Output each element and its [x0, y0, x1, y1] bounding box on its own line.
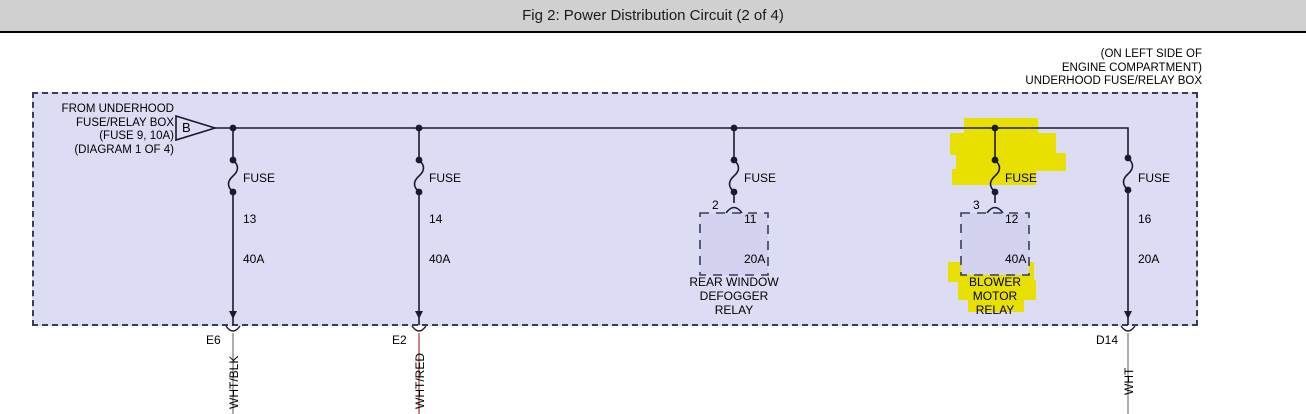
- rear-window-defogger-relay-label: REAR WINDOW DEFOGGER RELAY: [689, 275, 779, 317]
- terminal-id-e2: E2: [392, 333, 407, 347]
- fuse-13-rating: 40A: [243, 252, 265, 266]
- highlight-blob-fuse12-c: [956, 153, 1066, 171]
- fuse-12-name: FUSE: [1005, 171, 1038, 185]
- highlight-blob-fuse12-a: [964, 118, 1038, 135]
- fuse-14-name: FUSE: [429, 171, 462, 185]
- fuse-14-number: 14: [429, 211, 443, 226]
- fuse-16-name: FUSE: [1138, 171, 1171, 185]
- relay-blower-pin-number: 3: [973, 198, 980, 212]
- terminal-id-d14: D14: [1096, 333, 1119, 347]
- title-bar: Fig 2: Power Distribution Circuit (2 of …: [0, 0, 1306, 33]
- highlight-blob-relay-c: [968, 298, 1024, 312]
- fuse-12-rating: 40A: [1005, 252, 1027, 266]
- highlight-blob-relay-b: [958, 280, 1036, 300]
- wire-label-wht-blk: WHT/BLK: [227, 355, 241, 409]
- source-connector-arrow: [175, 114, 218, 142]
- fuse-16-rating: 20A: [1138, 252, 1160, 266]
- fuse-13-number: 13: [243, 211, 257, 226]
- source-label: FROM UNDERHOOD FUSE/RELAY BOX (FUSE 9, 1…: [61, 103, 174, 156]
- fuse-16-label: FUSE 16 20A: [1138, 145, 1170, 294]
- highlight-blob-fuse12-b: [950, 133, 1056, 155]
- relay-defogger-pin-number: 2: [712, 198, 719, 212]
- fuse-14-label: FUSE 14 40A: [429, 145, 461, 294]
- wiring-layer: [175, 114, 1136, 414]
- fuse-11-name: FUSE: [744, 171, 777, 185]
- fuse-13-label: FUSE 13 40A: [243, 145, 275, 294]
- page-title: Fig 2: Power Distribution Circuit (2 of …: [522, 7, 784, 24]
- fuse-16-number: 16: [1138, 211, 1152, 226]
- source-connector-letter: B: [182, 120, 191, 135]
- fuse-11-number: 11: [744, 211, 757, 226]
- fuse-12-label: FUSE 12 40A: [1005, 145, 1037, 294]
- terminal-id-e6: E6: [206, 333, 221, 347]
- blower-motor-relay-label: BLOWER MOTOR RELAY: [968, 275, 1021, 317]
- fuse-box-location-note: (ON LEFT SIDE OF ENGINE COMPARTMENT) UND…: [1025, 48, 1202, 87]
- diagram-canvas: (ON LEFT SIDE OF ENGINE COMPARTMENT) UND…: [0, 35, 1306, 414]
- wire-label-wht: WHT: [1122, 367, 1136, 395]
- fuse-13-name: FUSE: [243, 171, 276, 185]
- fuse-12-number: 12: [1005, 211, 1019, 226]
- wire-label-wht-red: WHT/RED: [413, 353, 427, 409]
- fuse-14-rating: 40A: [429, 252, 451, 266]
- fuse-11-label: FUSE 11 20A: [744, 145, 776, 294]
- fuse-11-rating: 20A: [744, 252, 766, 266]
